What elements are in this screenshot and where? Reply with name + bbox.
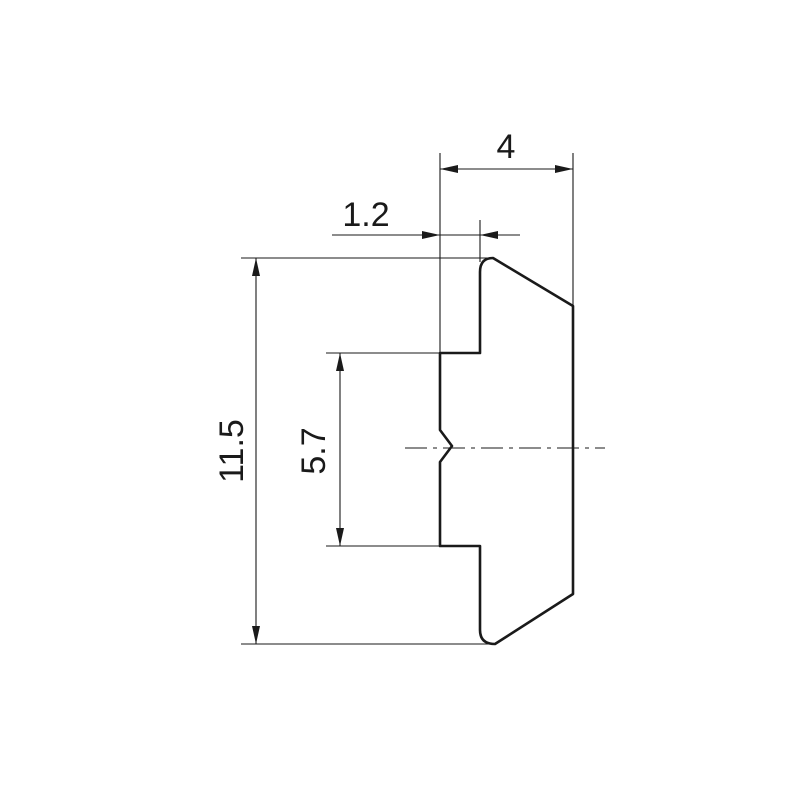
dimension-width-overall: 4 xyxy=(439,128,574,352)
dimension-label-height: 11.5 xyxy=(213,419,251,483)
arrowhead-left xyxy=(422,231,440,239)
dimension-height-overall: 11.5 xyxy=(213,257,492,645)
dimension-label-tab-width: 1.2 xyxy=(342,196,389,234)
arrowhead-top xyxy=(252,258,260,276)
dimension-tab-width: 1.2 xyxy=(332,196,520,262)
dimension-label-slot: 5.7 xyxy=(295,427,333,474)
arrowhead-top xyxy=(336,353,344,371)
dimension-slot-height: 5.7 xyxy=(295,352,439,547)
arrowhead-bottom xyxy=(252,626,260,644)
arrowhead-right xyxy=(480,231,498,239)
arrowhead-right xyxy=(555,165,573,173)
profile-outline xyxy=(438,256,575,646)
arrowhead-left xyxy=(440,165,458,173)
dimension-label-width: 4 xyxy=(497,128,516,166)
arrowhead-bottom xyxy=(336,528,344,546)
